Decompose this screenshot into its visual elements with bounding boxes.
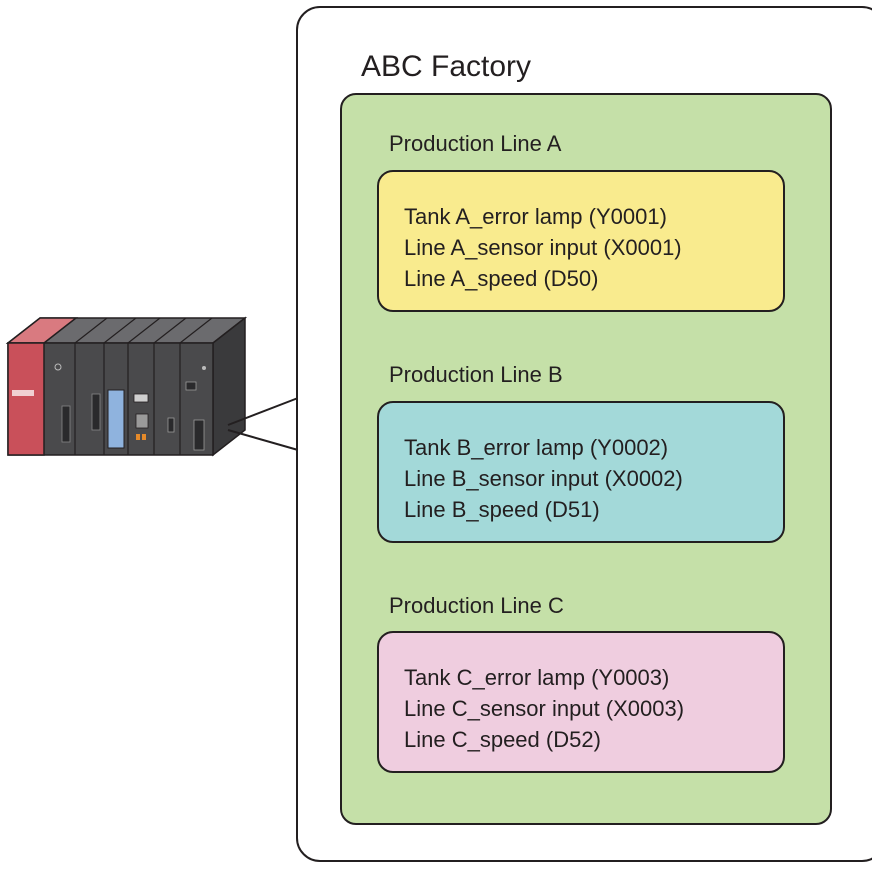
line-c-tags: Tank C_error lamp (Y0003) Line C_sensor … [377,631,785,773]
tag-item: Line C_sensor input (X0003) [404,696,685,721]
plc-cpu-led [54,363,62,371]
plc-cpu-slot [61,405,71,443]
tag-item: Line C_speed (D52) [404,727,601,752]
plc-terminal-strip [193,419,205,451]
line-a-title: Production Line A [389,131,562,156]
tag-item: Line B_speed (D51) [404,497,600,522]
plc-connector-top [133,393,149,403]
plc-power-label [12,390,34,396]
tag-item: Tank C_error lamp (Y0003) [404,665,670,690]
tag-item: Line A_sensor input (X0001) [404,235,682,260]
callout-connector [227,397,299,451]
factory-title: ABC Factory [361,50,532,83]
tag-item: Line A_speed (D50) [404,266,599,291]
line-a-tags: Tank A_error lamp (Y0001) Line A_sensor … [377,170,785,312]
tag-item: Tank B_error lamp (Y0002) [404,435,669,460]
line-c-title: Production Line C [389,593,564,618]
tag-item: Tank A_error lamp (Y0001) [404,204,667,229]
line-b-tags: Tank B_error lamp (Y0002) Line B_sensor … [377,401,785,543]
plc-device-icon [5,316,248,457]
plc-display-panel [107,389,125,449]
plc-terminal-1 [136,434,140,440]
plc-power-module [7,342,45,456]
plc-status-led [202,366,206,370]
plc-terminal-block [185,381,197,391]
plc-terminal-2 [142,434,146,440]
line-b-title: Production Line B [389,362,563,387]
plc-io-port [167,417,175,433]
plc-module-slot [91,393,101,431]
plc-connector-port [135,413,149,429]
plc-module-separators [74,343,181,455]
tag-item: Line B_sensor input (X0002) [404,466,683,491]
